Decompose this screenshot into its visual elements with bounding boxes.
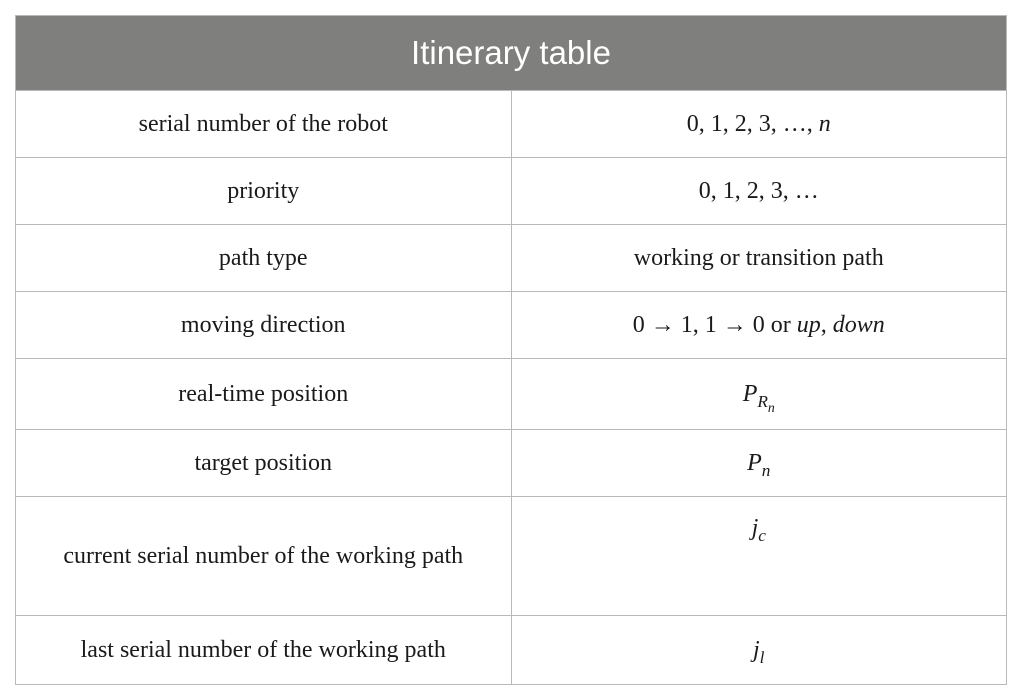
row-value: PRn (510, 358, 1007, 430)
table-row: serial number of the robot 0, 1, 2, 3, …… (15, 90, 1007, 158)
table-row: target position Pn (15, 429, 1007, 497)
table-title-row: Itinerary table (15, 15, 1007, 91)
row-label: current serial number of the working pat… (15, 496, 512, 616)
row-value: 0 → 1, 1 → 0 or up, down (510, 291, 1007, 359)
row-value: 0, 1, 2, 3, … (510, 157, 1007, 225)
math-base: P (747, 449, 762, 476)
itinerary-table: Itinerary table serial number of the rob… (15, 15, 1007, 685)
value-text: 0 → 1, 1 → 0 or (632, 311, 797, 338)
table-row: last serial number of the working path j… (15, 615, 1007, 685)
table-row: current serial number of the working pat… (15, 496, 1007, 616)
value-down: down (832, 311, 885, 338)
value-up: up (796, 311, 821, 338)
row-value: working or transition path (510, 224, 1007, 292)
table-row: priority 0, 1, 2, 3, … (15, 157, 1007, 225)
table-row: real-time position PRn (15, 358, 1007, 430)
math-subscript: n (761, 460, 771, 480)
value-variable: n (818, 110, 831, 137)
value-separator: , (820, 311, 833, 338)
row-label: priority (15, 157, 512, 225)
row-value: 0, 1, 2, 3, …, n (510, 90, 1007, 158)
itinerary-table-container: Itinerary table serial number of the rob… (15, 15, 1007, 685)
math-base: P (742, 380, 758, 407)
row-label: last serial number of the working path (15, 615, 512, 685)
row-label: real-time position (15, 358, 512, 430)
math-subscript: R (757, 391, 768, 411)
row-value: jc (510, 496, 1007, 616)
math-base: j (753, 636, 760, 663)
math-subscript: c (758, 526, 766, 546)
table-title: Itinerary table (15, 15, 1007, 91)
row-label: moving direction (15, 291, 512, 359)
row-value: jl (510, 615, 1007, 685)
row-value: Pn (510, 429, 1007, 497)
math-subsubscript: n (767, 399, 775, 415)
math-base: j (751, 515, 759, 541)
row-label: serial number of the robot (15, 90, 512, 158)
row-label: path type (15, 224, 512, 292)
math-subscript: l (759, 647, 765, 667)
table-row: path type working or transition path (15, 224, 1007, 292)
row-label: target position (15, 429, 512, 497)
value-text: 0, 1, 2, 3, …, (686, 110, 819, 137)
table-row: moving direction 0 → 1, 1 → 0 or up, dow… (15, 291, 1007, 359)
